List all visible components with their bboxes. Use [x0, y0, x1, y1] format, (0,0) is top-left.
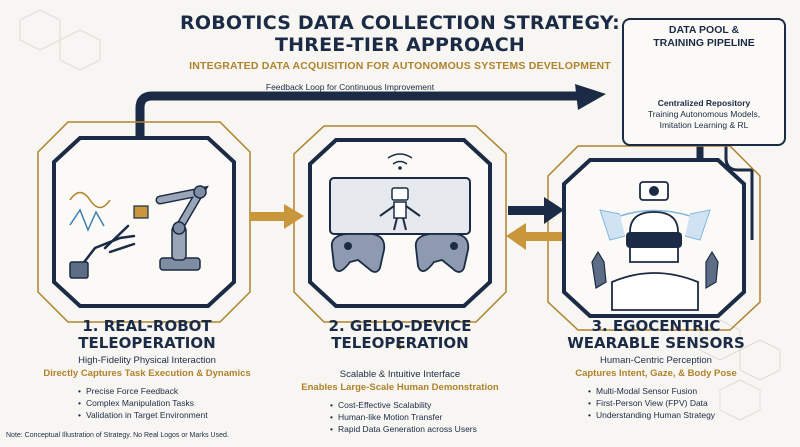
- data-pool-description: Centralized Repository Training Autonomo…: [624, 98, 784, 131]
- stage-3-bullet: First-Person View (FPV) Data: [588, 397, 788, 409]
- feedback-loop-arrow: [135, 91, 585, 155]
- stage-2-bullet: Rapid Data Generation across Users: [330, 423, 532, 435]
- arrow-stage3-to-stage2: [506, 223, 562, 250]
- stage-3-title: 3. EGOCENTRIC WEARABLE SENSORS: [524, 318, 788, 352]
- stage-3: 3. EGOCENTRIC WEARABLE SENSORS Human-Cen…: [524, 318, 788, 421]
- title-line-1: ROBOTICS DATA COLLECTION STRATEGY:: [180, 12, 620, 34]
- stage-1-bullets: Precise Force Feedback Complex Manipulat…: [78, 385, 284, 421]
- stage-2-highlight: Enables Large-Scale Human Demonstration: [301, 382, 499, 393]
- stage-1-title: 1. REAL-ROBOT TELEOPERATION: [10, 318, 284, 352]
- gamepad-icon: [329, 153, 471, 273]
- stage-1-highlight: Directly Captures Task Execution & Dynam…: [43, 368, 251, 379]
- stage-2: 2. GELLO-DEVICE TELEOPERATION Scalable &…: [268, 318, 532, 435]
- stage-2-title-line-1: 2. GELLO-DEVICE: [328, 317, 472, 335]
- stage-1-bullet: Precise Force Feedback: [78, 385, 284, 397]
- arrow-stage1-to-stage2: [250, 204, 304, 229]
- stage-2-title-line-2: TELEOPERATION: [331, 334, 469, 352]
- stage-1-title-line-1: 1. REAL-ROBOT: [82, 317, 212, 335]
- repo-label: Centralized Repository: [657, 98, 751, 108]
- stage-2-bullets: Cost-Effective Scalability Human-like Mo…: [330, 399, 532, 435]
- stage-1-bullet: Validation in Target Environment: [78, 409, 284, 421]
- stage-3-bullets: Multi-Modal Sensor Fusion First-Person V…: [588, 385, 788, 421]
- stage-1-bullet: Complex Manipulation Tasks: [78, 397, 284, 409]
- data-pool-title-line-1: DATA POOL &: [668, 24, 740, 36]
- page-subtitle: INTEGRATED DATA ACQUISITION FOR AUTONOMO…: [189, 60, 611, 72]
- feedback-arrowhead: [575, 84, 606, 110]
- footer-note: Note: Conceptual Illustration of Strateg…: [6, 432, 229, 439]
- stage-3-bullet: Understanding Human Strategy: [588, 409, 788, 421]
- robot-arm-icon: [69, 185, 209, 279]
- page-title: ROBOTICS DATA COLLECTION STRATEGY: THREE…: [130, 12, 670, 56]
- down-arrow-icon: [395, 338, 405, 350]
- repo-desc-line-1: Training Autonomous Models,: [647, 109, 761, 119]
- stage-2-bullet: Human-like Motion Transfer: [330, 411, 532, 423]
- stage-2-bullet: Cost-Effective Scalability: [330, 399, 532, 411]
- title-line-2: THREE-TIER APPROACH: [275, 34, 525, 56]
- data-pool-box: [622, 18, 786, 146]
- stage-3-lead: Human-Centric Perception: [600, 355, 712, 366]
- stage-2-lead: Scalable & Intuitive Interface: [339, 369, 461, 380]
- stage-1: 1. REAL-ROBOT TELEOPERATION High-Fidelit…: [10, 318, 284, 421]
- repo-desc-line-2: Imitation Learning & RL: [659, 120, 749, 130]
- data-pool-title: DATA POOL & TRAINING PIPELINE: [624, 24, 784, 50]
- stage-1-frame: [37, 121, 251, 323]
- arrow-stage2-to-stage3: [508, 197, 564, 224]
- vr-headset-icon: [591, 181, 719, 311]
- feedback-loop-label: Feedback Loop for Continuous Improvement: [265, 82, 435, 92]
- stage-1-lead: High-Fidelity Physical Interaction: [78, 355, 216, 366]
- stage-3-highlight: Captures Intent, Gaze, & Body Pose: [575, 368, 737, 379]
- data-pool-title-line-2: TRAINING PIPELINE: [653, 37, 755, 49]
- stage-3-title-line-1: 3. EGOCENTRIC: [591, 317, 721, 335]
- stage-1-title-line-2: TELEOPERATION: [78, 334, 216, 352]
- stage-3-title-line-2: WEARABLE SENSORS: [567, 334, 745, 352]
- stage-2-title: 2. GELLO-DEVICE TELEOPERATION: [268, 318, 532, 352]
- stage-3-bullet: Multi-Modal Sensor Fusion: [588, 385, 788, 397]
